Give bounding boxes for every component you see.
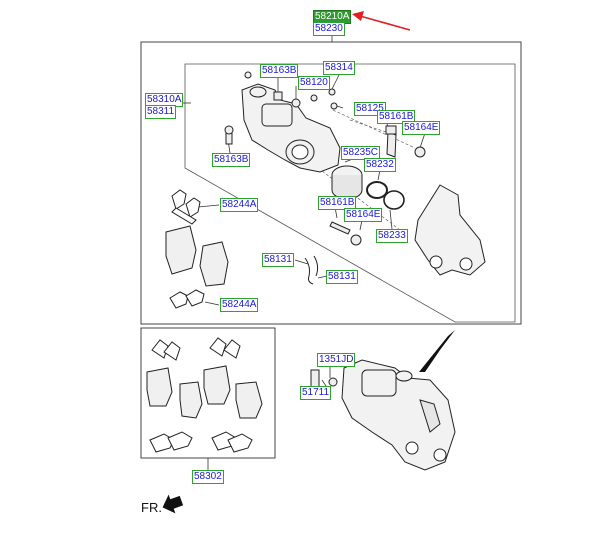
- part-label-58244A-bottom[interactable]: 58244A: [220, 298, 259, 312]
- front-direction-arrow-icon: [162, 494, 184, 514]
- complete-caliper-drawing: [341, 359, 456, 471]
- part-label-58131-a[interactable]: 58131: [262, 253, 294, 267]
- part-label-58164E-top[interactable]: 58164E: [402, 121, 441, 135]
- small-parts-top: [224, 88, 426, 158]
- part-label-58233[interactable]: 58233: [376, 229, 408, 243]
- bracket-drawing: [414, 184, 486, 276]
- shim-clips-top: [171, 189, 201, 225]
- brake-hose-drawing: [419, 330, 455, 372]
- part-label-58314[interactable]: 58314: [323, 61, 355, 75]
- anti-rattle-springs: [304, 255, 319, 285]
- part-label-58235C[interactable]: 58235C: [341, 146, 381, 160]
- part-label-58163B-left[interactable]: 58163B: [212, 153, 251, 167]
- caliper-subassembly-frame: [184, 63, 516, 323]
- part-label-58163B-top[interactable]: 58163B: [260, 64, 299, 78]
- part-label-58311[interactable]: 58311: [145, 105, 177, 119]
- part-label-1351JD[interactable]: 1351JD: [317, 353, 356, 367]
- part-label-58164E-mid[interactable]: 58164E: [344, 208, 383, 222]
- front-direction-label: FR.: [141, 500, 162, 515]
- part-label-58131-b[interactable]: 58131: [326, 270, 358, 284]
- guide-pins-mid: [329, 221, 362, 246]
- part-label-58161B-top[interactable]: 58161B: [377, 110, 416, 124]
- part-label-58161B-mid[interactable]: 58161B: [318, 196, 357, 210]
- part-label-58302[interactable]: 58302: [192, 470, 224, 484]
- part-label-58244A-top[interactable]: 58244A: [220, 198, 259, 212]
- pointer-arrow: [352, 11, 411, 31]
- shim-clips-bottom: [169, 289, 205, 309]
- part-label-58120[interactable]: 58120: [298, 76, 330, 90]
- part-label-58232[interactable]: 58232: [364, 158, 396, 172]
- brake-pads-drawing: [165, 225, 229, 287]
- part-label-58230[interactable]: 58230: [313, 22, 345, 36]
- caliper-assembly-frame: [140, 41, 522, 325]
- pad-kit-drawing: [146, 337, 263, 453]
- part-label-51711[interactable]: 51711: [300, 386, 332, 400]
